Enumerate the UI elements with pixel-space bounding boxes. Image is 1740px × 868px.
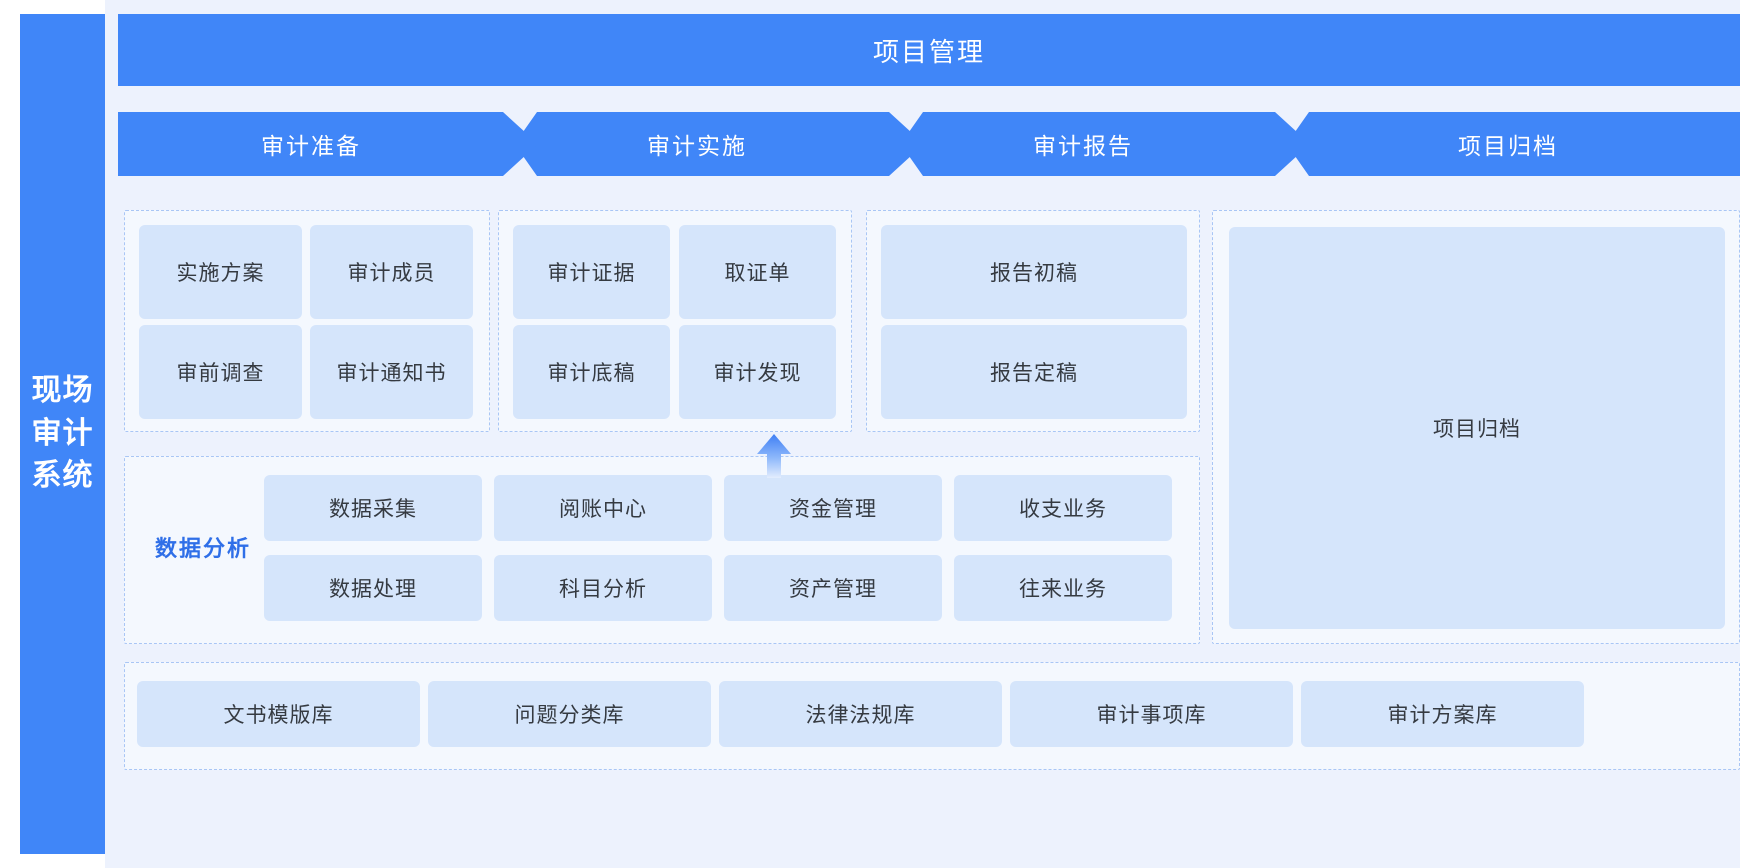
panel-project-archive: 项目归档 — [1212, 210, 1740, 644]
stage-flow: 审计准备 审计实施 审计报告 项目归档 — [118, 112, 1740, 176]
stage-label: 项目归档 — [1458, 133, 1558, 159]
card-module[interactable]: 问题分类库 — [428, 681, 711, 747]
panel-audit-prepare: 实施方案 审计成员 审前调查 审计通知书 — [124, 210, 490, 432]
project-management-header[interactable]: 项目管理 — [118, 14, 1740, 86]
stage-audit-implement[interactable]: 审计实施 — [503, 112, 924, 176]
card-module[interactable]: 科目分析 — [494, 555, 712, 621]
diagram-canvas: 项目管理 审计准备 审计实施 审计报告 — [105, 0, 1740, 868]
card-module[interactable]: 审前调查 — [139, 325, 302, 419]
panel-audit-implement: 审计证据 取证单 审计底稿 审计发现 — [498, 210, 852, 432]
card-module[interactable]: 审计底稿 — [513, 325, 670, 419]
card-module[interactable]: 资金管理 — [724, 475, 942, 541]
card-module[interactable]: 报告定稿 — [881, 325, 1187, 419]
card-module[interactable]: 审计成员 — [310, 225, 473, 319]
panel-knowledge-library: 文书模版库 问题分类库 法律法规库 审计事项库 审计方案库 — [124, 662, 1740, 770]
stage-project-archive[interactable]: 项目归档 — [1275, 112, 1740, 176]
stage-label: 审计报告 — [1033, 133, 1133, 159]
card-module[interactable]: 文书模版库 — [137, 681, 420, 747]
card-module[interactable]: 实施方案 — [139, 225, 302, 319]
card-module[interactable]: 数据处理 — [264, 555, 482, 621]
data-analysis-label: 数据分析 — [154, 536, 251, 561]
system-sidebar: 现场 审计 系统 — [20, 14, 105, 854]
system-title: 现场 审计 系统 — [31, 374, 94, 493]
card-module[interactable]: 取证单 — [679, 225, 836, 319]
card-module[interactable]: 往来业务 — [954, 555, 1172, 621]
card-module[interactable]: 审计通知书 — [310, 325, 473, 419]
card-module[interactable]: 审计发现 — [679, 325, 836, 419]
panel-audit-report: 报告初稿 报告定稿 — [866, 210, 1200, 432]
card-module[interactable]: 审计事项库 — [1010, 681, 1293, 747]
stage-label: 审计准备 — [261, 133, 361, 159]
card-module[interactable]: 收支业务 — [954, 475, 1172, 541]
card-module[interactable]: 审计方案库 — [1301, 681, 1584, 747]
up-arrow-icon — [757, 434, 791, 478]
card-module[interactable]: 法律法规库 — [719, 681, 1002, 747]
card-module[interactable]: 资产管理 — [724, 555, 942, 621]
panel-data-analysis: 数据分析 数据采集 阅账中心 资金管理 收支业务 数据处理 科目分析 资产管理 … — [124, 456, 1200, 644]
stage-audit-prepare[interactable]: 审计准备 — [118, 112, 538, 176]
header-title: 项目管理 — [872, 36, 985, 67]
stage-label: 审计实施 — [647, 133, 747, 159]
card-module[interactable]: 审计证据 — [513, 225, 670, 319]
card-module[interactable]: 报告初稿 — [881, 225, 1187, 319]
card-module[interactable]: 阅账中心 — [494, 475, 712, 541]
stage-audit-report[interactable]: 审计报告 — [889, 112, 1310, 176]
card-module[interactable]: 数据采集 — [264, 475, 482, 541]
card-module[interactable]: 项目归档 — [1229, 227, 1725, 629]
